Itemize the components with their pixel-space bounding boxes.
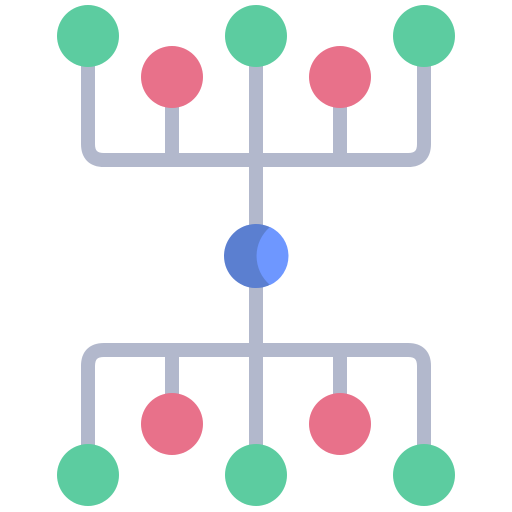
top-green-node-left bbox=[57, 5, 119, 67]
bottom-right-branch bbox=[249, 343, 431, 481]
top-red-node-left bbox=[141, 46, 203, 108]
bottom-green-node-center bbox=[225, 444, 287, 506]
top-red-node-right bbox=[309, 46, 371, 108]
bottom-red-node-right bbox=[309, 393, 371, 455]
bottom-connectors bbox=[81, 249, 431, 481]
top-connectors bbox=[81, 31, 431, 263]
top-green-node-right bbox=[393, 5, 455, 67]
bottom-green-node-right bbox=[393, 444, 455, 506]
center-node-highlight bbox=[256, 227, 289, 285]
top-left-branch bbox=[81, 31, 263, 167]
top-green-node-center bbox=[225, 5, 287, 67]
bottom-green-node-left bbox=[57, 444, 119, 506]
top-right-branch bbox=[249, 31, 431, 167]
bottom-red-node-left bbox=[141, 393, 203, 455]
bottom-left-branch bbox=[81, 343, 263, 481]
center-node bbox=[224, 224, 289, 288]
